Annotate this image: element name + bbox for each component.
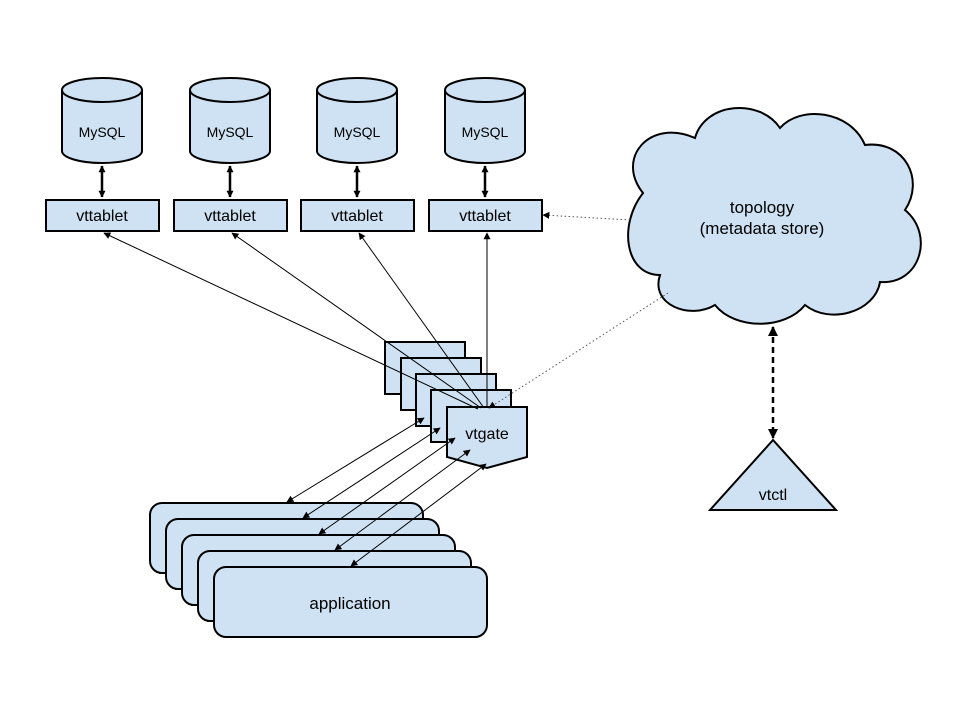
mysql-label: MySQL <box>334 124 381 140</box>
vttablet-4: vttablet <box>428 199 543 232</box>
vttablet-label: vttablet <box>459 208 511 225</box>
vttablet-label: vttablet <box>204 208 256 225</box>
topology-vtgate-link <box>488 292 669 409</box>
application-label: application <box>309 594 390 613</box>
topology-subtitle: (metadata store) <box>700 219 825 238</box>
mysql-label: MySQL <box>462 124 509 140</box>
vtgate-application-link <box>286 417 425 503</box>
vttablet-3: vttablet <box>300 199 415 232</box>
topology-title: topology <box>730 198 795 217</box>
mysql-db-2: MySQL <box>189 77 271 164</box>
mysql-db-3: MySQL <box>316 77 398 164</box>
mysql-db-4: MySQL <box>444 77 526 164</box>
vttablet-label: vttablet <box>76 208 128 225</box>
topology-vttablet-link <box>542 211 631 221</box>
mysql-db-1: MySQL <box>61 77 143 164</box>
vtgate-stack: vtgate <box>384 341 528 470</box>
vttablet-1: vttablet <box>45 199 160 232</box>
vtgate-vttablet-link <box>103 232 479 410</box>
vtgate-vttablet-link <box>358 232 485 409</box>
vtctl: vtctl <box>707 438 839 511</box>
vtctl-label: vtctl <box>759 487 787 504</box>
application-stack: application <box>149 502 488 638</box>
application-front <box>213 566 488 638</box>
mysql-label: MySQL <box>207 124 254 140</box>
vtgate-application-link <box>350 463 487 567</box>
vttablet-label: vttablet <box>331 208 383 225</box>
vtgate-label: vtgate <box>465 426 509 443</box>
vttablet-2: vttablet <box>173 199 288 232</box>
topology-cloud: topology (metadata store) <box>627 107 922 325</box>
mysql-label: MySQL <box>79 124 126 140</box>
vtgate-vttablet-link <box>231 232 482 409</box>
